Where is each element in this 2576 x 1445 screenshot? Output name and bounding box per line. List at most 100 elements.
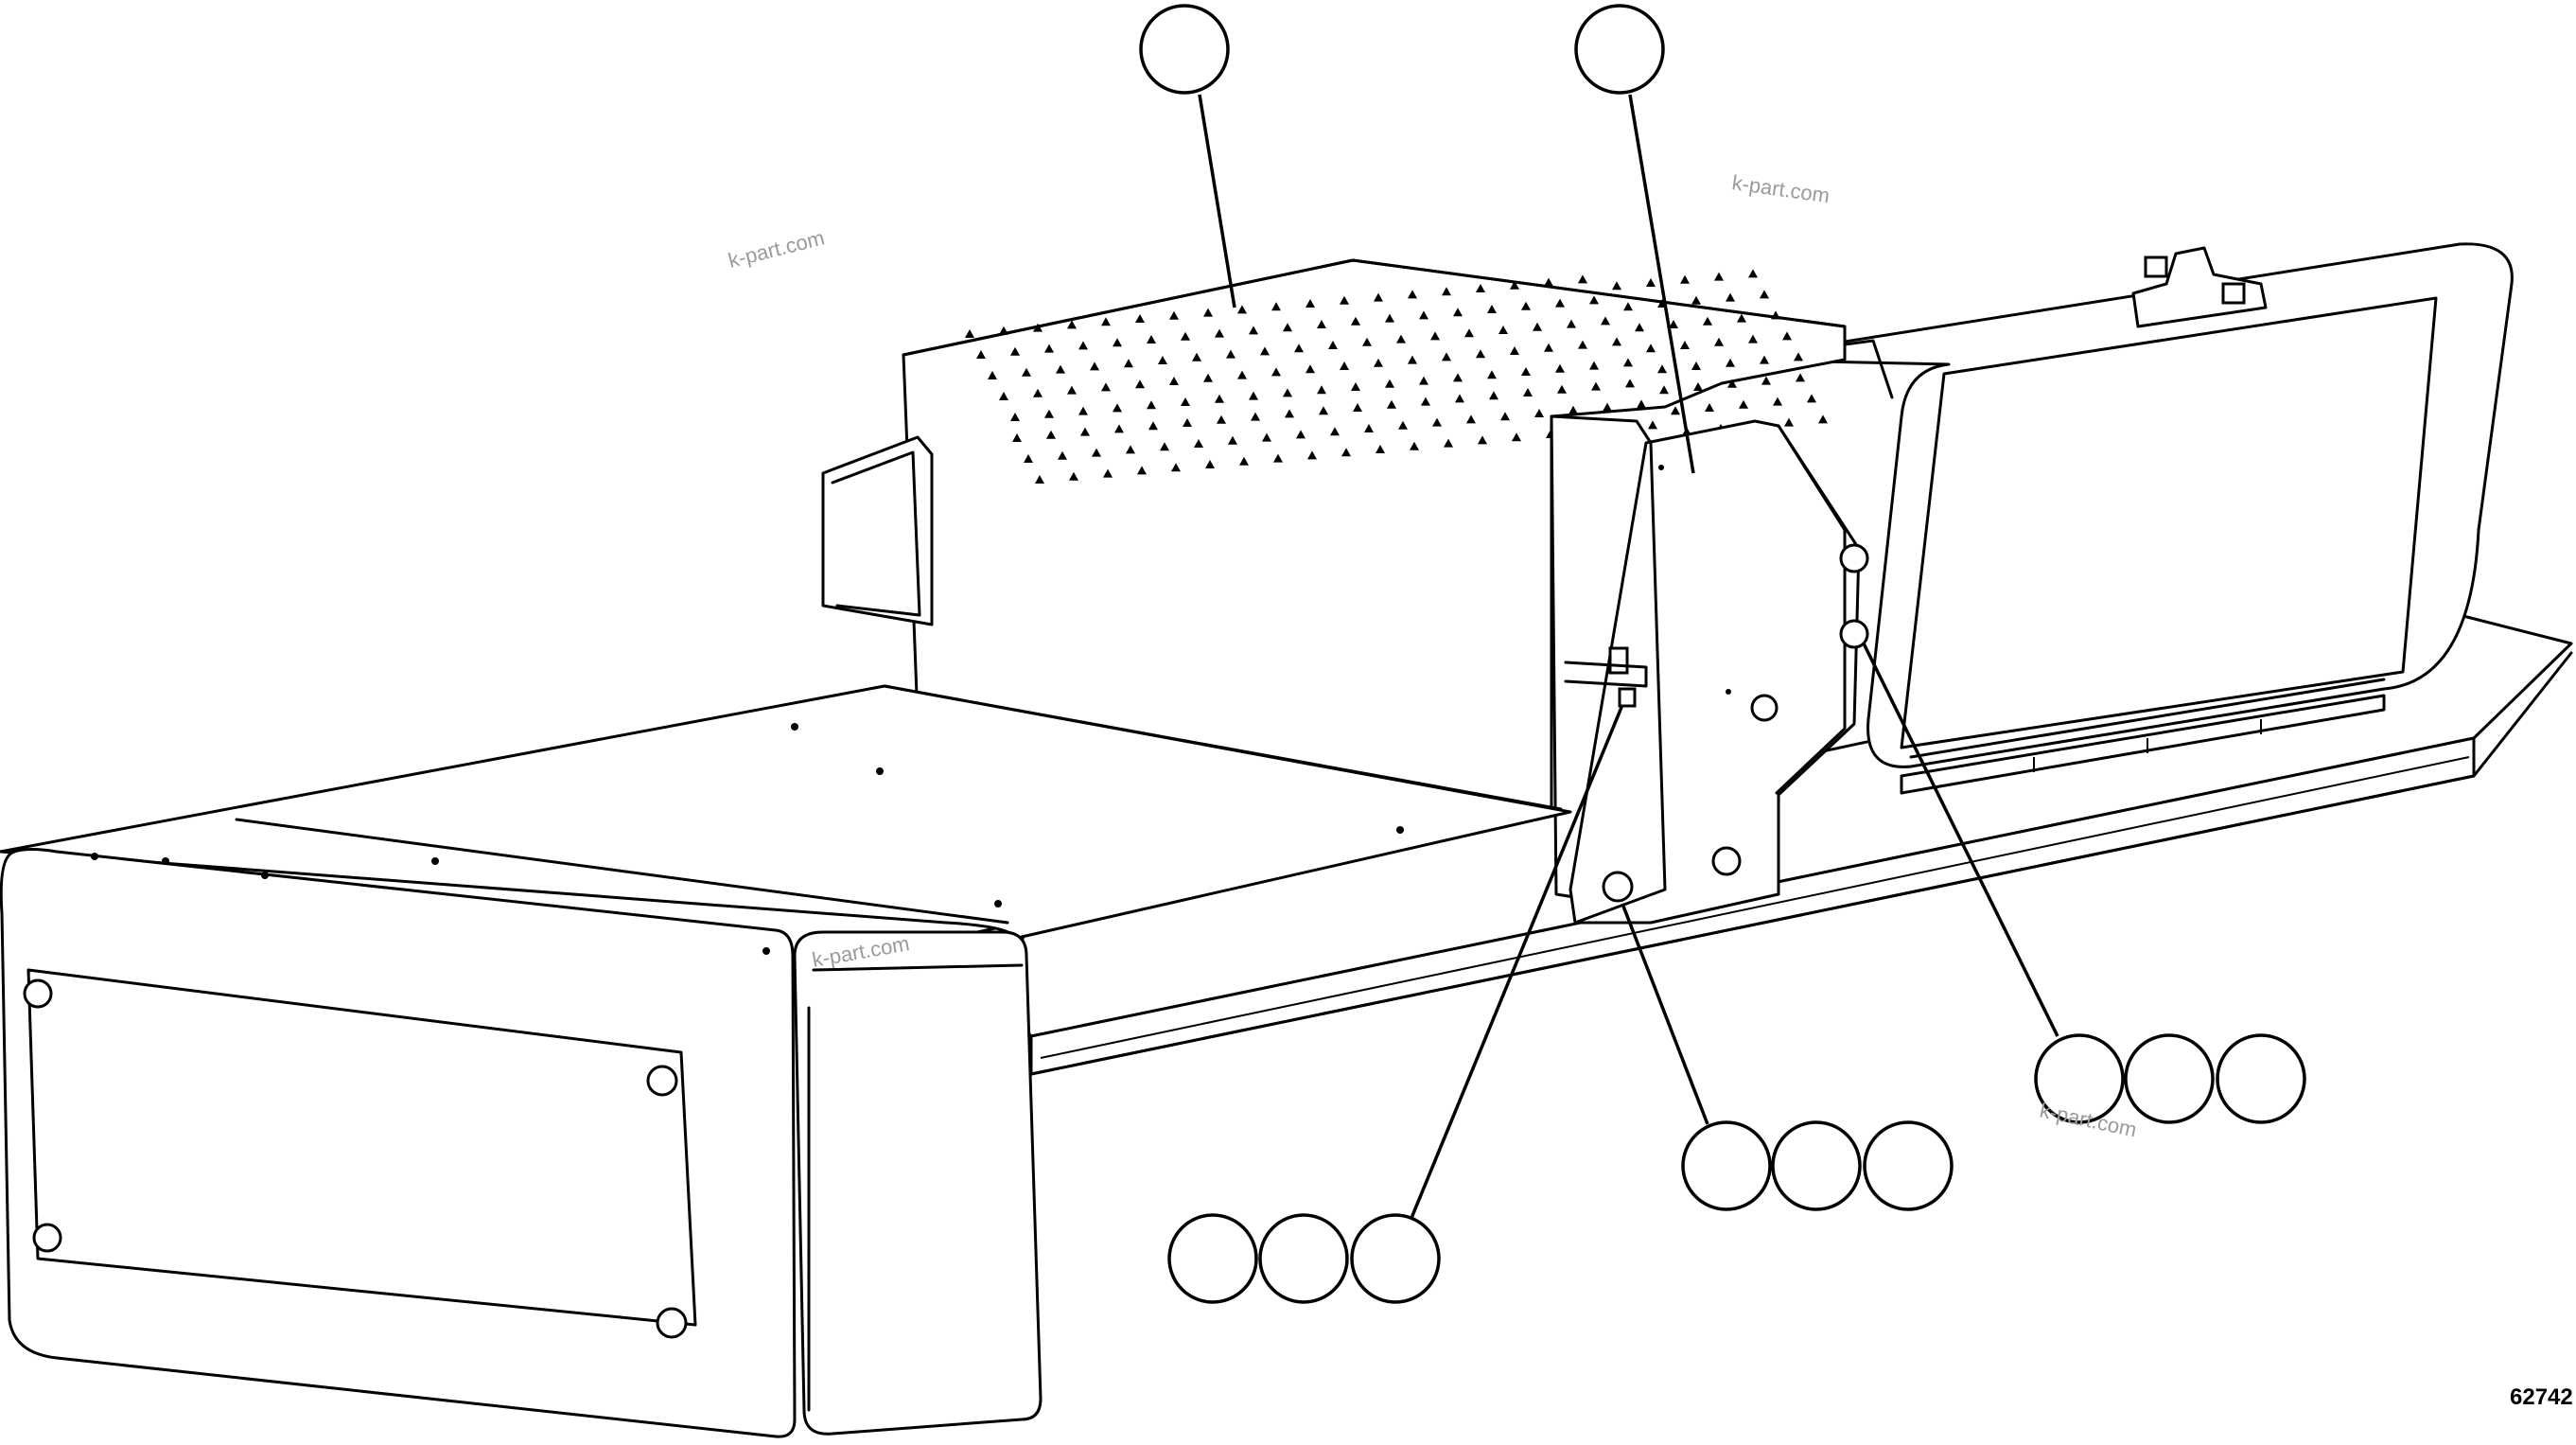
perforation-dot — [1376, 445, 1385, 453]
perforation-dot — [1137, 466, 1147, 475]
perforation-dot — [1124, 359, 1133, 368]
enclosure-box — [0, 684, 1572, 1438]
perforation-dot — [1239, 456, 1249, 466]
perforation-dot — [1341, 448, 1351, 457]
perforation-dot — [1739, 399, 1748, 409]
perforation-dot — [1203, 373, 1213, 382]
perforation-dot — [1625, 379, 1635, 388]
perforation-dot — [1058, 450, 1067, 460]
perforation-dot — [1453, 373, 1463, 382]
perforation-dot — [1317, 320, 1326, 328]
perforation-dot — [1589, 361, 1599, 370]
perforation-dot — [1603, 402, 1612, 412]
bolt-icon — [32, 1223, 62, 1253]
perforation-dot — [999, 326, 1008, 335]
perforation-dot — [1171, 463, 1181, 472]
perforation-dot — [999, 392, 1008, 400]
perforation-dot — [1521, 367, 1531, 376]
perforation-dot — [1078, 341, 1088, 350]
perforation-dot — [1498, 326, 1508, 334]
perforation-dot — [1659, 385, 1669, 395]
perforation-dot — [1351, 316, 1360, 326]
callout-circle-c9 — [2034, 1033, 2125, 1124]
perforation-dot — [1419, 376, 1428, 385]
perforation-dot — [1385, 313, 1394, 323]
perforation-dot — [1147, 400, 1156, 410]
perforation-dot — [1408, 290, 1417, 299]
callout-circle-c11 — [2216, 1033, 2306, 1124]
latch — [2131, 246, 2268, 328]
perforation-dot — [1044, 344, 1054, 353]
watermark-text: k-part.com — [1730, 170, 1831, 207]
perforation-dot — [1623, 302, 1633, 311]
perforation-dot — [1691, 361, 1701, 370]
perforation-dot — [1203, 308, 1213, 317]
perforation-dot — [1782, 331, 1792, 341]
perforation-dot — [1500, 412, 1510, 421]
perforation-dot — [1466, 414, 1476, 424]
bolt-icon — [1602, 871, 1634, 903]
perforation-dot — [1317, 385, 1326, 395]
perforation-dot — [1035, 475, 1044, 484]
perforation-dot — [1669, 320, 1678, 328]
perforation-dot — [1262, 432, 1271, 442]
bolt-icon — [656, 1307, 688, 1339]
perforation-dot — [1147, 335, 1156, 344]
perforation-dot — [1464, 328, 1474, 338]
perforation-dot — [1737, 313, 1746, 323]
perforation-dot — [1794, 352, 1803, 361]
perforation-dot — [1589, 295, 1599, 305]
perforation-dot — [988, 371, 997, 379]
perforation-dot — [1714, 337, 1724, 346]
perforation-dot — [1726, 292, 1735, 302]
callout-circle-c7 — [1771, 1120, 1862, 1211]
perforation-dot — [1421, 396, 1430, 406]
perforation-dot — [1022, 367, 1031, 377]
perforation-dot — [1442, 287, 1451, 296]
perforation-dot — [1328, 341, 1338, 349]
perforation-dot — [1067, 385, 1077, 395]
perforation-dot — [1385, 379, 1394, 388]
perforation-dot — [1169, 377, 1179, 385]
perforation-dot — [1771, 310, 1780, 320]
perforation-dot — [1044, 409, 1054, 418]
perforation-dot — [1090, 361, 1099, 371]
perforation-dot — [1330, 427, 1340, 436]
perforation-dot — [1807, 394, 1816, 403]
perforation-dot — [1623, 358, 1633, 367]
perforation-dot — [1215, 394, 1224, 403]
perforation-dot — [1113, 403, 1122, 413]
perforation-dot — [1773, 396, 1782, 406]
perforation-dot — [1113, 338, 1122, 347]
perforation-dot — [1410, 441, 1419, 450]
perforation-dot — [1069, 471, 1078, 481]
perforation-dot — [1612, 281, 1621, 291]
perforation-dot — [1521, 301, 1531, 310]
perforation-dot — [976, 350, 986, 359]
perforation-dot — [1148, 421, 1158, 431]
perforation-dot — [1080, 427, 1090, 436]
perforation-dot — [1249, 391, 1258, 400]
perforation-dot — [1489, 391, 1498, 400]
perforation-dot — [1340, 295, 1349, 305]
perforation-dot — [1183, 418, 1192, 427]
perforation-dot — [1271, 302, 1281, 311]
hinged-cover — [1729, 242, 2514, 795]
perforation-dot — [1024, 454, 1033, 463]
perforation-dot — [1680, 274, 1690, 284]
perforation-dot — [1306, 299, 1315, 308]
perforation-dot — [1158, 356, 1167, 364]
perforation-dot — [1478, 435, 1487, 445]
perforation-dot — [1612, 337, 1621, 346]
callout-circle-c1 — [1139, 4, 1230, 95]
perforation-dot — [1396, 334, 1406, 344]
bolt-icon — [1711, 846, 1742, 876]
perforation-dot — [1760, 355, 1769, 364]
perforation-dot — [1476, 284, 1485, 292]
perforation-dot — [1512, 432, 1521, 442]
hinge-knuckles — [2033, 719, 2262, 772]
perforation-dot — [1748, 334, 1758, 344]
perforation-dot — [1169, 310, 1179, 320]
perforation-dot — [1671, 406, 1680, 415]
